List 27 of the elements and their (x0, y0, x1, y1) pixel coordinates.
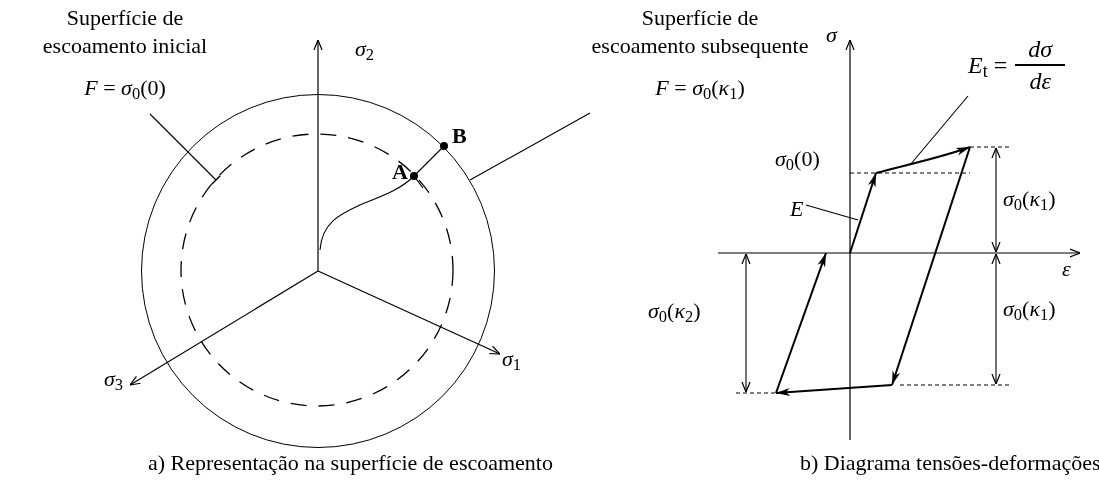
formula-text: E$_{t}$ = (968, 50, 1008, 83)
dimension-label: σ$_{0}$(κ$_{2}$) (648, 298, 701, 324)
hardening-segment (875, 146, 971, 174)
leader-line (149, 113, 221, 185)
axis-label: ε (1062, 256, 1071, 282)
surface-label: Superfície de escoamento inicial (41, 4, 209, 60)
axis-label: σ$_{3}$ (104, 366, 124, 392)
numerator: dσ (1028, 35, 1053, 64)
modulus-label: E (790, 196, 804, 221)
surface-label: Superfície de escoamento subsequente (590, 4, 810, 60)
caption: b) Diagrama tensões-deformações (800, 450, 1099, 476)
stress-label: σ$_{0}$(0) (775, 146, 820, 172)
yield-function-label: F = σ$_{0}$(κ$_{1}$) (655, 74, 745, 102)
point-label: A (392, 160, 408, 184)
caption: a) Representação na superfície de escoamento (148, 450, 553, 476)
axis-label: σ$_{2}$ (355, 36, 375, 62)
leader-line (469, 112, 591, 181)
axis-label: σ$_{1}$ (502, 346, 522, 372)
yield-function-label: F = σ$_{0}$(0) (84, 74, 166, 102)
leader-line (909, 95, 969, 166)
elastic-segment (849, 172, 877, 254)
dimension-label: σ$_{0}$(κ$_{1}$) (1003, 186, 1056, 212)
denominator: dε (1029, 66, 1051, 96)
dimension-label: σ$_{0}$(κ$_{1}$) (1003, 296, 1056, 322)
axis-label: σ (826, 22, 837, 48)
point-label: B (452, 124, 467, 148)
leader-line (805, 204, 859, 221)
